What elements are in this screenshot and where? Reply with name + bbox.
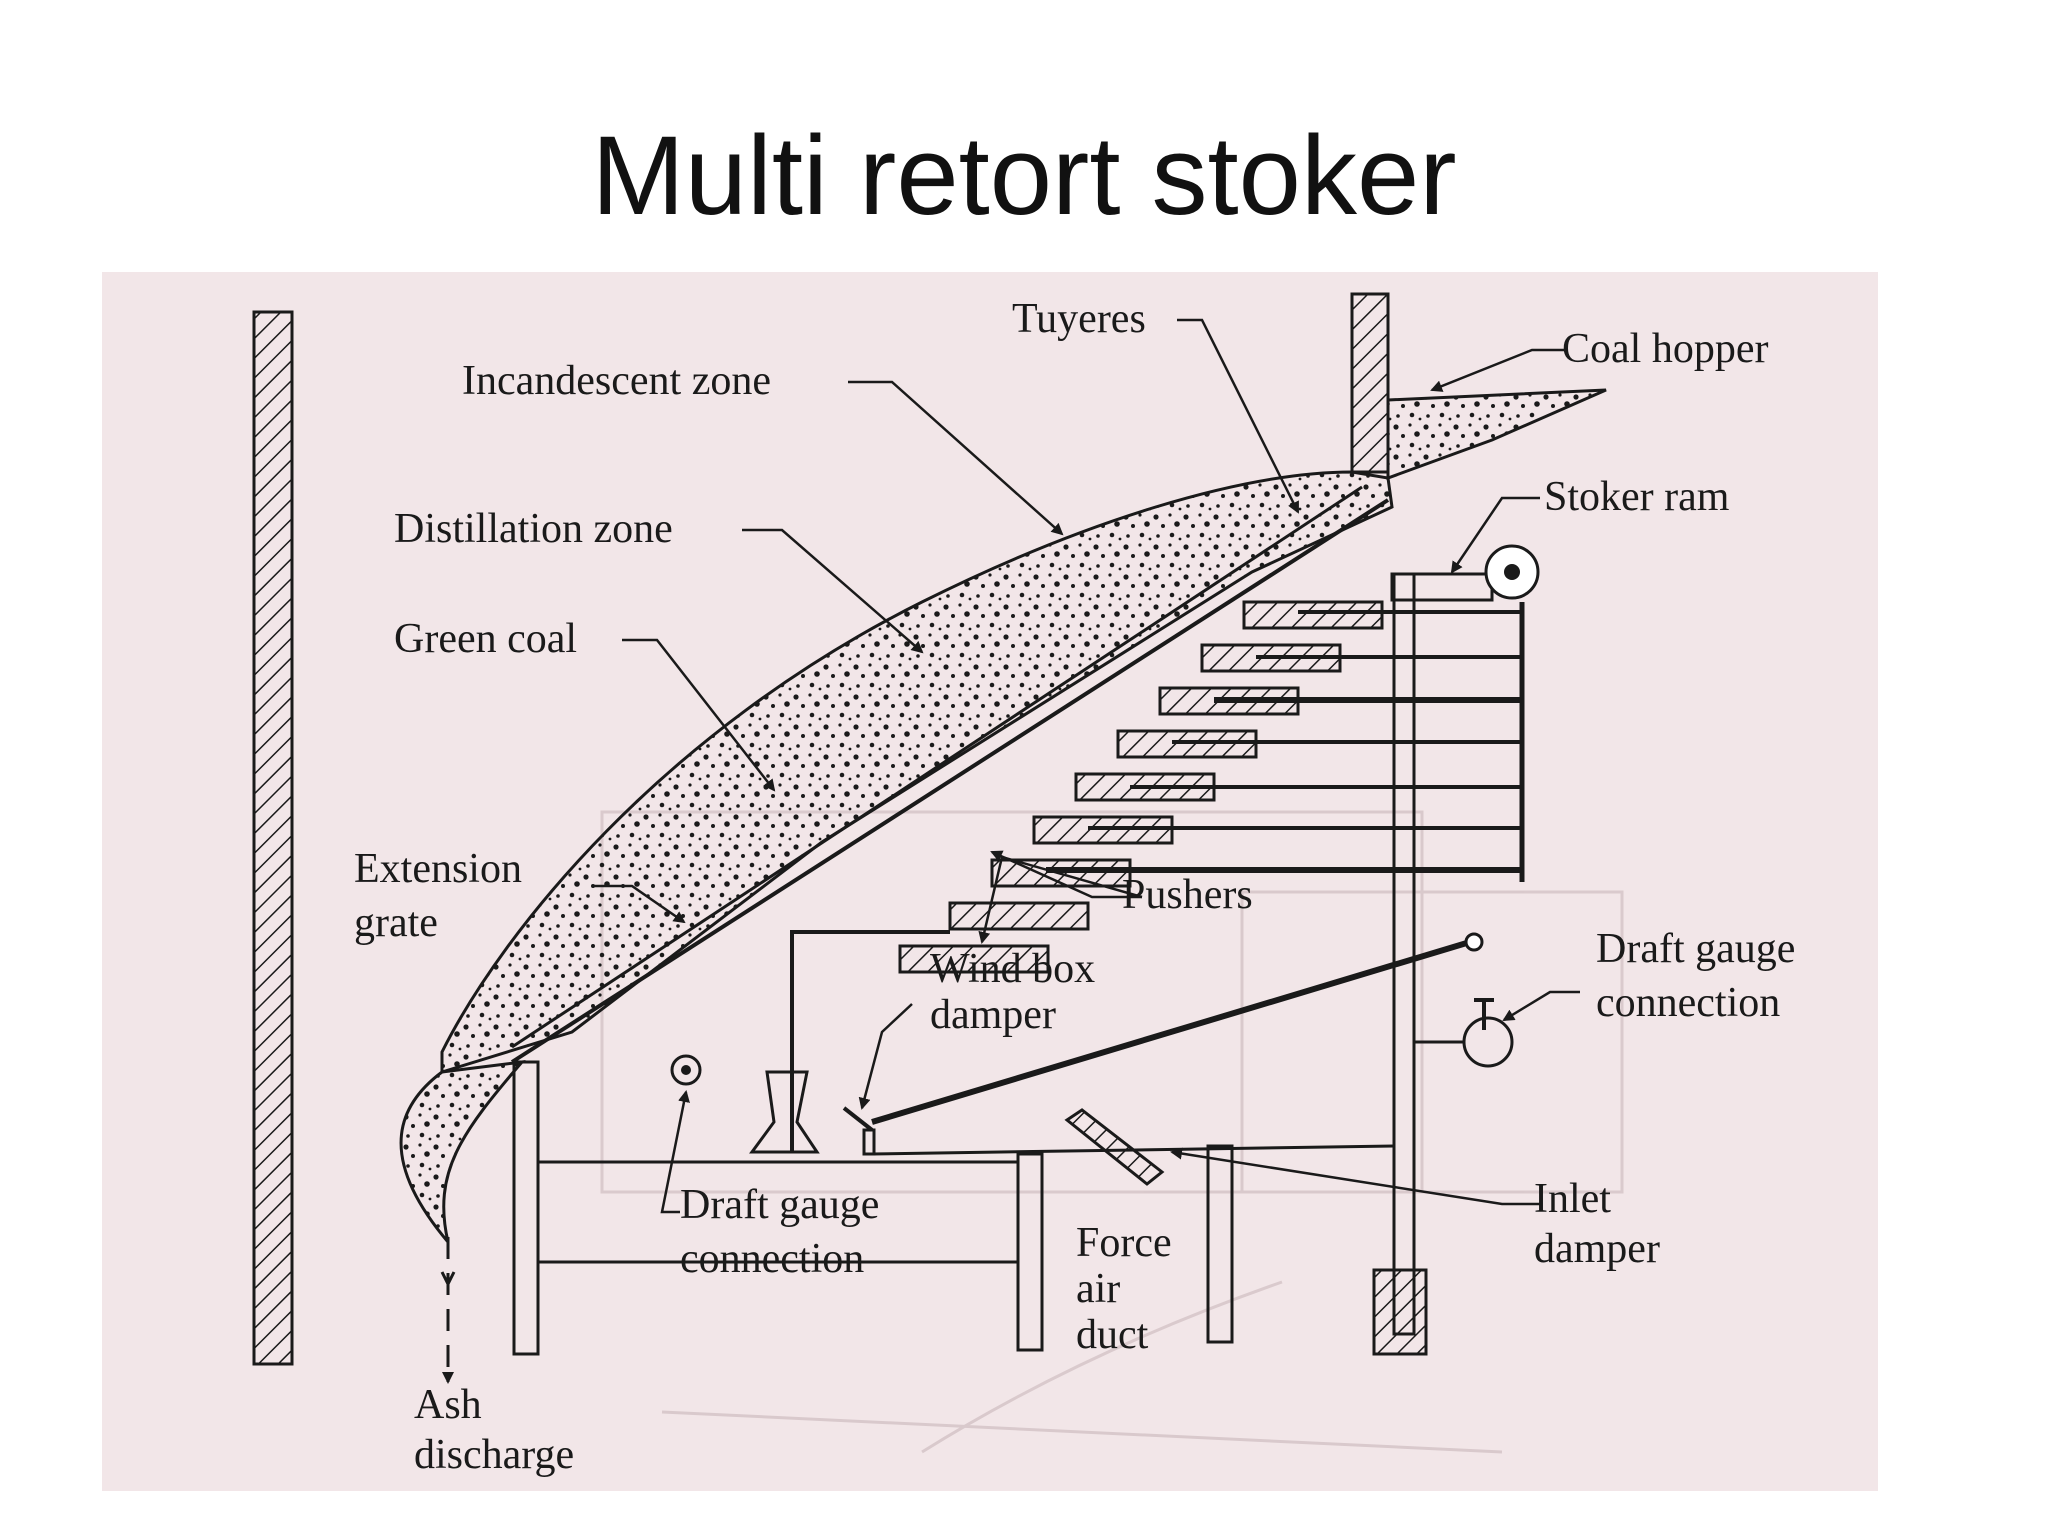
label-stoker-ram: Stoker ram (1544, 474, 1730, 520)
label-distillation-zone: Distillation zone (394, 506, 673, 552)
label-force-air-duct-3: duct (1076, 1312, 1149, 1358)
pusher-rods (1046, 602, 1525, 882)
label-draft-gauge-left-2: connection (680, 1236, 864, 1282)
label-pushers: Pushers (1122, 872, 1253, 918)
label-ash-discharge-1: Ash (414, 1382, 482, 1428)
stoker-ram (1390, 572, 1494, 602)
tuyere-line (510, 498, 1390, 1064)
label-wind-box-damper-2: damper (930, 992, 1056, 1038)
diagram-figure: Tuyeres Coal hopper Incandescent zone Di… (102, 272, 1878, 1491)
label-coal-hopper: Coal hopper (1562, 326, 1768, 372)
duct-right-post (1206, 1144, 1234, 1344)
leader-lines (594, 318, 1580, 1214)
damper-linkage-rod (871, 939, 1471, 1125)
right-footing (1372, 1268, 1428, 1356)
wind-box-support (749, 1070, 820, 1154)
label-draft-gauge-right-1: Draft gauge (1596, 926, 1795, 972)
furnace-wall-right (1350, 292, 1390, 474)
label-draft-gauge-left-1: Draft gauge (680, 1182, 879, 1228)
coal-hopper (1386, 388, 1607, 481)
label-tuyeres: Tuyeres (1012, 296, 1146, 342)
pushers (898, 600, 1384, 974)
stoker-diagram: Tuyeres Coal hopper Incandescent zone Di… (252, 292, 1795, 1478)
grate-line (511, 485, 1363, 1049)
draft-gauge-left (670, 1054, 702, 1086)
duct-left-post (512, 1060, 540, 1356)
label-extension-grate-1: Extension (354, 846, 522, 892)
label-ash-discharge-2: discharge (414, 1432, 574, 1478)
label-force-air-duct-1: Force (1076, 1220, 1172, 1266)
right-casing (1392, 572, 1416, 1336)
inlet-damper (1064, 1108, 1165, 1186)
label-inlet-damper-2: damper (1534, 1226, 1660, 1272)
label-incandescent-zone: Incandescent zone (462, 358, 771, 404)
label-extension-grate-2: grate (354, 900, 438, 946)
wind-box-damper (842, 1106, 874, 1132)
draft-gauge-right (1462, 1016, 1514, 1068)
extension-grate-ash (399, 1060, 526, 1243)
slide-title: Multi retort stoker (591, 113, 1457, 238)
furnace-wall-left (252, 310, 294, 1366)
label-wind-box-damper-1: Wind box (930, 946, 1095, 992)
label-inlet-damper-1: Inlet (1534, 1176, 1611, 1222)
label-green-coal: Green coal (394, 616, 577, 662)
label-force-air-duct-2: air (1076, 1266, 1120, 1312)
wind-box-wall (790, 930, 950, 1152)
label-draft-gauge-right-2: connection (1596, 980, 1780, 1026)
duct-middle-post (1016, 1152, 1044, 1352)
